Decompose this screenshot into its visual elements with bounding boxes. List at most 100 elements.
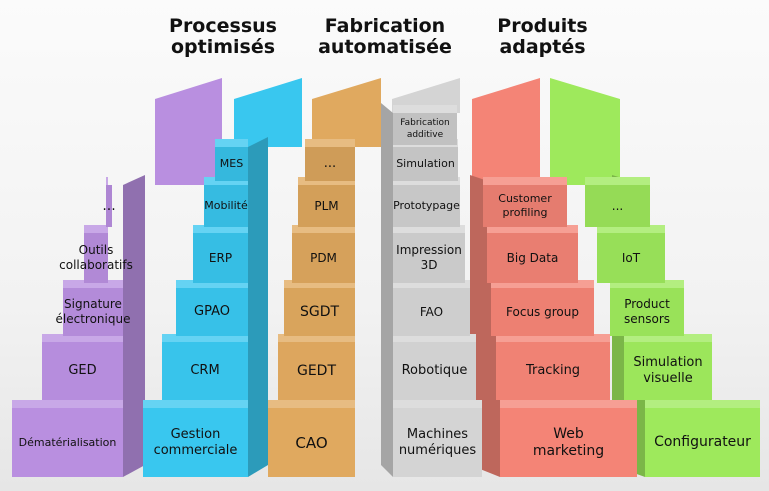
step-label: Tracking <box>525 363 581 378</box>
heading-processus-optimises: Processus optimisés <box>169 15 277 58</box>
side-wall-fabrication-grey <box>381 103 393 477</box>
step-tread-produits-green-2 <box>610 280 684 288</box>
back-panel-produits-green <box>550 78 620 185</box>
step-label: Dématérialisation <box>18 435 117 449</box>
step-label: PLM <box>314 198 339 213</box>
step-tread-fabrication-ochre-1 <box>278 334 355 342</box>
step-processus-cyan-2: GPAO <box>176 288 248 336</box>
step-label: SGDT <box>299 303 340 320</box>
step-tread-processus-cyan-3 <box>193 225 248 233</box>
step-label: ... <box>102 197 116 214</box>
step-label: Robotique <box>401 363 468 378</box>
step-label: Gestion commerciale <box>153 426 238 458</box>
step-label: GED <box>68 363 97 378</box>
step-tread-fabrication-ochre-3 <box>292 225 355 233</box>
step-tread-processus-violet-1 <box>42 334 123 342</box>
side-wall-processus-cyan <box>248 137 268 477</box>
step-tread-processus-cyan-0 <box>143 400 248 408</box>
step-produits-green-3: IoT <box>597 233 665 283</box>
step-tread-processus-violet-4 <box>106 177 108 185</box>
step-label: IoT <box>621 250 641 265</box>
step-tread-fabrication-ochre-2 <box>284 280 355 288</box>
step-tread-fabrication-grey-3 <box>393 225 465 233</box>
step-produits-salmon-2: Focus group <box>491 288 594 336</box>
back-panel-fabrication-ochre <box>312 78 381 147</box>
step-tread-fabrication-ochre-4 <box>298 177 355 185</box>
back-panel-fabrication-grey <box>392 78 460 113</box>
step-tread-processus-cyan-4 <box>204 177 248 185</box>
step-label: Web marketing <box>532 425 605 459</box>
step-tread-produits-salmon-1 <box>496 334 610 342</box>
step-label: Prototypage <box>393 199 460 212</box>
step-produits-salmon-4: Customer profiling <box>483 185 567 227</box>
back-panel-produits-salmon <box>472 78 540 185</box>
step-label: Signature électronique <box>55 297 131 326</box>
step-tread-produits-green-3 <box>597 225 665 233</box>
step-tread-produits-green-4 <box>585 177 650 185</box>
step-produits-salmon-1: Tracking <box>496 342 610 400</box>
step-processus-cyan-0: Gestion commerciale <box>143 408 248 477</box>
side-wall-processus-violet <box>123 175 145 477</box>
step-label: Simulation <box>396 157 455 170</box>
step-label: Impression 3D <box>396 243 462 272</box>
step-fabrication-ochre-1: GEDT <box>278 342 355 400</box>
heading-fabrication-automatisee: Fabrication automatisée <box>318 15 452 58</box>
step-label: Focus group <box>506 304 579 319</box>
step-label: Machines numériques <box>398 426 477 458</box>
step-tread-fabrication-grey-0 <box>393 400 482 408</box>
step-tread-produits-salmon-0 <box>500 400 637 408</box>
step-tread-produits-green-1 <box>624 334 712 342</box>
step-fabrication-grey-3: Impression 3D <box>393 233 465 283</box>
heading-produits-adaptes: Produits adaptés <box>497 15 588 58</box>
step-processus-violet-3: Outils collaboratifs <box>59 233 133 283</box>
step-fabrication-grey-0: Machines numériques <box>393 408 482 477</box>
step-tread-produits-salmon-4 <box>483 177 567 185</box>
step-tread-processus-violet-3 <box>84 225 108 233</box>
step-produits-green-4: ... <box>585 185 650 227</box>
step-tread-processus-violet-2 <box>63 280 123 288</box>
step-fabrication-grey-5: Simulation <box>393 147 458 181</box>
step-label: FAO <box>419 304 444 319</box>
step-label: PDM <box>310 250 337 265</box>
step-fabrication-ochre-3: PDM <box>292 233 355 283</box>
step-label: Configurateur <box>654 434 751 450</box>
step-label: CRM <box>190 363 220 378</box>
step-tread-fabrication-ochre-5 <box>305 139 355 147</box>
step-label: Outils collaboratifs <box>59 243 133 272</box>
step-fabrication-ochre-0: CAO <box>268 408 355 477</box>
step-label: MES <box>219 157 244 170</box>
step-tread-processus-cyan-2 <box>176 280 248 288</box>
step-processus-violet-1: GED <box>42 342 123 400</box>
step-processus-violet-2: Signature électronique <box>56 288 130 336</box>
step-fabrication-ochre-4: PLM <box>298 185 355 227</box>
step-label: GPAO <box>194 304 230 319</box>
step-tread-processus-cyan-5 <box>215 139 248 147</box>
step-fabrication-ochre-2: SGDT <box>284 288 355 336</box>
step-label: ... <box>323 156 337 171</box>
step-label: Mobilité <box>204 199 248 212</box>
step-processus-cyan-4: Mobilité <box>204 185 248 227</box>
step-tread-fabrication-grey-2 <box>393 280 470 288</box>
back-panel-processus-cyan <box>234 78 302 147</box>
step-fabrication-ochre-5: ... <box>305 147 355 181</box>
step-fabrication-grey-1: Robotique <box>393 342 476 400</box>
step-processus-cyan-5: MES <box>215 147 248 181</box>
step-label: ERP <box>208 250 233 265</box>
step-tread-produits-salmon-2 <box>491 280 594 288</box>
step-fabrication-grey-6: Fabrication additive <box>393 113 457 145</box>
step-label: Customer profiling <box>498 192 552 219</box>
step-label: Product sensors <box>623 297 671 326</box>
step-processus-violet-0: Dématérialisation <box>12 408 123 477</box>
step-tread-fabrication-grey-6 <box>393 105 457 113</box>
step-produits-salmon-0: Web marketing <box>500 408 637 477</box>
step-processus-violet-4: ... <box>102 185 116 227</box>
step-label: CAO <box>295 433 328 452</box>
step-label: Simulation visuelle <box>633 355 703 386</box>
step-produits-green-0: Configurateur <box>645 408 760 477</box>
step-processus-cyan-3: ERP <box>193 233 248 283</box>
step-processus-cyan-1: CRM <box>162 342 248 400</box>
step-label: Big Data <box>506 250 559 265</box>
back-panel-processus-violet <box>155 78 222 185</box>
step-label: ... <box>611 198 624 213</box>
